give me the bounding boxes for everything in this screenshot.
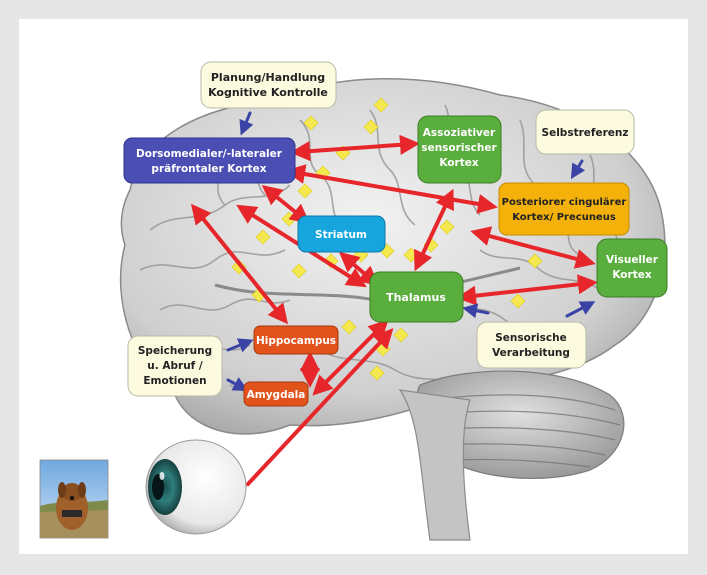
svg-text:Amygdala: Amygdala (247, 389, 306, 401)
arrow-thalamus-visual (456, 274, 598, 306)
box-posterior: Posteriorer cingulärer Kortex/ Precuneus (498, 182, 630, 236)
svg-text:Dorsomedialer/-lateraler: Dorsomedialer/-lateraler (136, 148, 283, 160)
svg-text:Kortex/ Precuneus: Kortex/ Precuneus (512, 212, 616, 223)
arrow-sensorisch-thalamus (462, 303, 490, 319)
svg-text:u. Abruf /: u. Abruf / (147, 360, 203, 372)
svg-text:Kortex: Kortex (439, 157, 478, 169)
svg-text:Hippocampus: Hippocampus (256, 335, 336, 347)
brainstem (398, 389, 471, 541)
svg-text:Kortex: Kortex (612, 269, 651, 281)
svg-text:Planung/Handlung: Planung/Handlung (211, 71, 325, 84)
box-assoziativ: Assoziativer sensorischer Kortex (417, 115, 502, 184)
arrow-dlpfc-posterior (285, 164, 498, 214)
svg-text:Posteriorer cingulärer: Posteriorer cingulärer (502, 197, 627, 208)
box-striatum: Striatum (297, 215, 386, 253)
arrow-posterior-visual (470, 226, 596, 269)
arrow-dlpfc-association (290, 134, 420, 162)
box-dorsomedial: Dorsomedialer/-lateraler präfrontaler Ko… (123, 137, 296, 184)
box-speicherung: Speicherung u. Abruf / Emotionen (127, 335, 223, 397)
box-amygdala: Amygdala (243, 381, 309, 407)
box-hippocampus: Hippocampus (253, 325, 339, 355)
arrow-speicherung-amygdala (226, 377, 249, 391)
connection-arrows (190, 134, 598, 486)
eye-icon (145, 439, 247, 535)
box-thalamus: Thalamus (369, 271, 464, 323)
arrow-striatum-thalamus (338, 251, 380, 287)
svg-text:Verarbeitung: Verarbeitung (492, 347, 570, 359)
arrow-selbstreferenz-posterior (570, 159, 586, 180)
dog-photo (39, 459, 109, 539)
arrow-amygdala-thalamus (312, 319, 389, 396)
svg-text:präfrontaler Kortex: präfrontaler Kortex (151, 163, 266, 175)
box-sensorisch: Sensorische Verarbeitung (476, 321, 587, 369)
svg-text:Kognitive Kontrolle: Kognitive Kontrolle (208, 86, 328, 99)
box-selbstreferenz: Selbstreferenz (535, 109, 635, 155)
svg-text:Thalamus: Thalamus (386, 291, 446, 304)
svg-text:Assoziativer: Assoziativer (423, 127, 496, 139)
svg-text:Sensorische: Sensorische (495, 332, 566, 344)
svg-text:Visueller: Visueller (606, 254, 659, 266)
arrow-speicherung-hippocampus (226, 338, 254, 353)
arrow-planung-dlpfc (239, 111, 254, 136)
svg-text:Striatum: Striatum (315, 229, 367, 241)
arrow-thalamus-association (414, 188, 454, 272)
svg-text:Speicherung: Speicherung (138, 345, 212, 357)
svg-text:Emotionen: Emotionen (143, 375, 206, 387)
arrow-eye-thalamus (246, 328, 394, 486)
box-planung: Planung/Handlung Kognitive Kontrolle (200, 61, 337, 109)
box-visuell: Visueller Kortex (596, 238, 668, 298)
svg-text:Selbstreferenz: Selbstreferenz (542, 127, 629, 139)
svg-text:sensorischer: sensorischer (421, 142, 497, 154)
input-arrows (226, 111, 596, 391)
arrow-sensorisch-visual (565, 301, 596, 318)
